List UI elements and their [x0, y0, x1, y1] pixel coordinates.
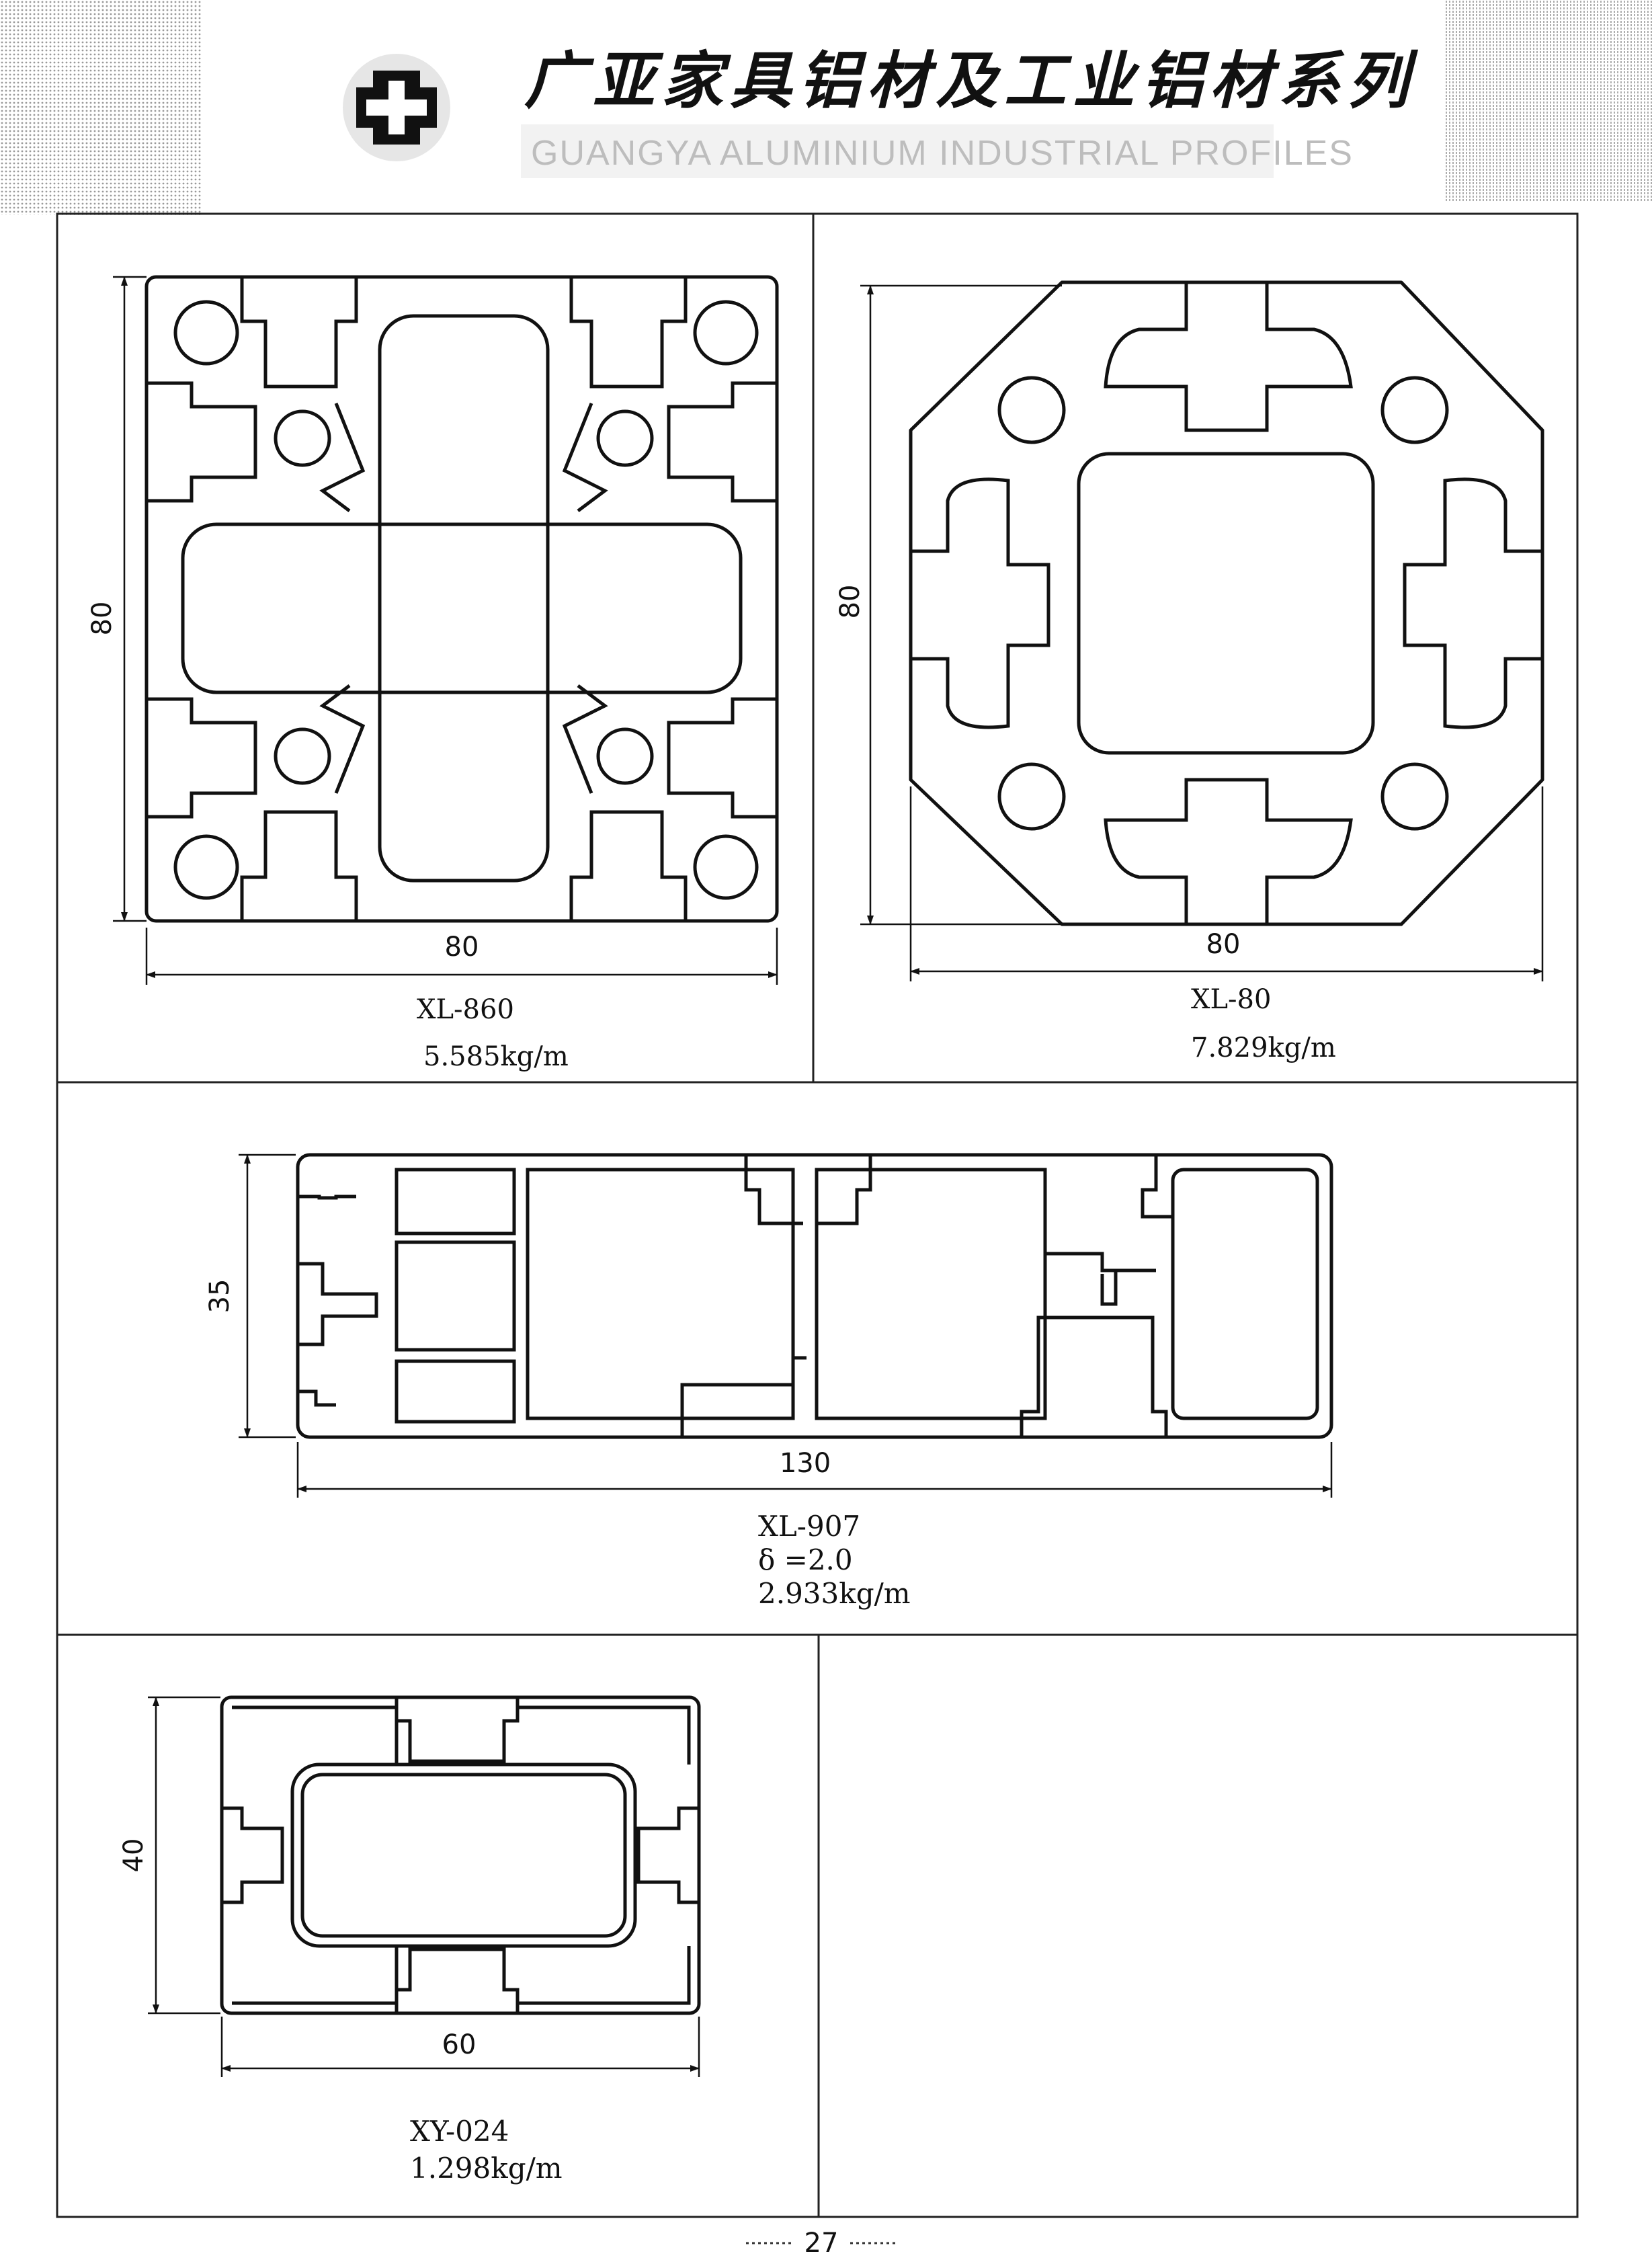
dimension-lines: [148, 1696, 700, 2077]
dimension-height: 80: [835, 585, 866, 619]
profile-weight: 1.298kg/m: [410, 2152, 563, 2185]
dimension-height: 80: [87, 602, 118, 636]
profile-xl-860: 80 80 XL-860 5.585kg/m: [87, 275, 779, 1072]
profile-weight: 7.829kg/m: [1191, 1032, 1336, 1063]
dimension-lines: [113, 276, 778, 985]
page-subtitle: GUANGYA ALUMINIUM INDUSTRIAL PROFILES: [531, 134, 1354, 173]
grid-frame: [56, 212, 1579, 2218]
profile-xy-024: 40 60 XY-024 1.298kg/m: [118, 1695, 701, 2185]
dimension-width: 80: [1206, 929, 1241, 960]
subtitle-band: [521, 124, 1274, 178]
profile-thickness: δ =2.0: [758, 1543, 853, 1576]
dimension-height: 35: [204, 1279, 235, 1313]
profile-weight: 5.585kg/m: [423, 1041, 569, 1072]
profile-drawing: [909, 280, 1544, 926]
profile-code: XL-80: [1191, 984, 1271, 1015]
header-photo-right: [1445, 0, 1652, 202]
header: 广亚家具铝材及工业铝材系列 GUANGYA ALUMINIUM INDUSTRI…: [0, 0, 1652, 215]
profile-code: XL-860: [417, 994, 514, 1025]
header-photo-left: [0, 0, 202, 215]
dimension-lines: [239, 1153, 1333, 1498]
profile-xl-907: 35 130 XL-907 δ =2.0 2.933kg/m: [204, 1153, 1333, 1610]
dimension-height: 40: [118, 1838, 149, 1873]
dimension-width: 60: [442, 2029, 477, 2060]
profile-drawing: [296, 1153, 1333, 1439]
profile-code: XL-907: [758, 1510, 860, 1543]
footer: 27: [746, 2228, 897, 2259]
page-title: 广亚家具铝材及工业铝材系列: [524, 44, 1419, 117]
profile-weight: 2.933kg/m: [758, 1577, 911, 1610]
profile-xl-80: 80 80 XL-80 7.829kg/m: [835, 280, 1544, 1063]
dimension-width: 80: [445, 932, 479, 963]
profile-code: XY-024: [410, 2115, 509, 2148]
dimension-width: 130: [780, 1448, 831, 1479]
dimension-lines: [860, 284, 1544, 981]
profile-drawing: [220, 1695, 701, 2015]
company-logo: [343, 54, 450, 161]
page-number: 27: [804, 2228, 839, 2259]
profile-drawing: [144, 275, 779, 923]
